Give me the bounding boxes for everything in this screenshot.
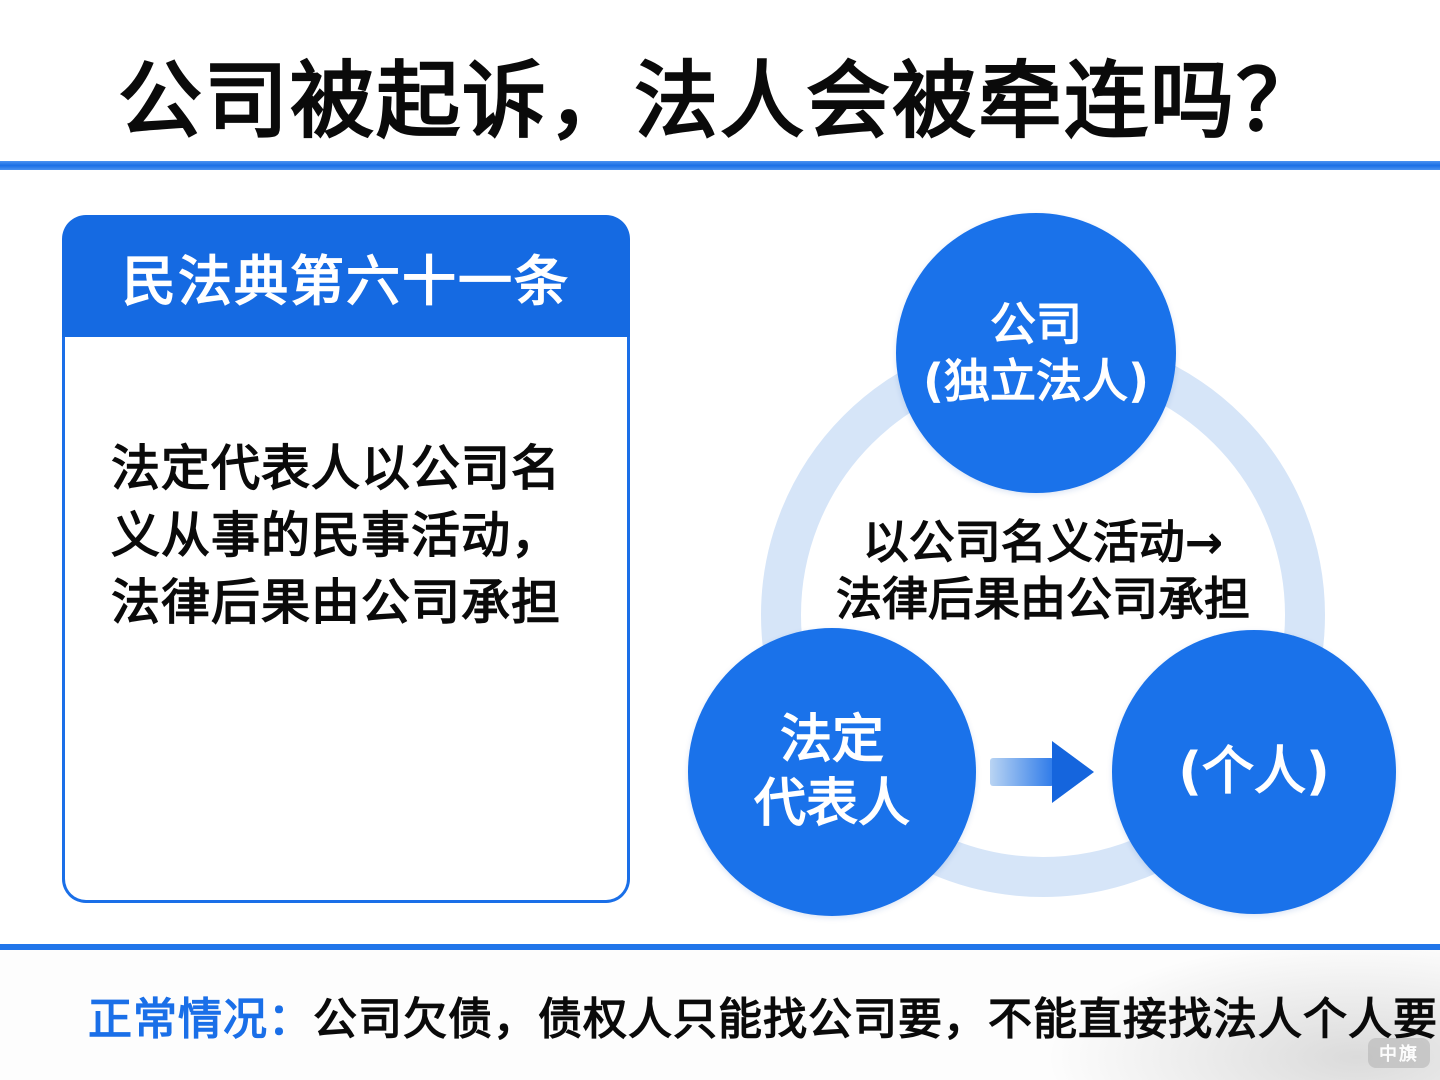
legal-representative-circle: 法定 代表人 xyxy=(688,628,976,916)
legal-representative-label: 法定 xyxy=(779,710,884,770)
law-card-body-line: 法定代表人以公司名 xyxy=(111,440,562,497)
law-article-card: 民法典第六十一条 法定代表人以公司名 义从事的民事活动， 法律后果由公司承担 xyxy=(62,215,630,903)
person-circle: (个人) xyxy=(1112,630,1396,914)
legal-representative-sublabel: 代表人 xyxy=(753,774,910,834)
ring-caption-line: 法律后果由公司承担 xyxy=(836,572,1250,626)
law-card-body-line: 法律后果由公司承担 xyxy=(111,574,562,631)
footer-band xyxy=(0,950,1440,1080)
footer-note: 正常情况：公司欠债，债权人只能找公司要，不能直接找法人个人要 xyxy=(88,983,1438,1047)
footer-divider-line xyxy=(0,944,1440,950)
footer-note-label: 正常情况： xyxy=(88,994,313,1045)
ring-caption: 以公司名义活动→ 法律后果由公司承担 xyxy=(761,514,1325,628)
law-card-body: 法定代表人以公司名 义从事的民事活动， 法律后果由公司承担 xyxy=(62,337,630,903)
person-circle-label: (个人) xyxy=(1178,742,1330,802)
right-arrow-shaft xyxy=(990,758,1054,786)
page-title: 公司被起诉，法人会被牵连吗？ xyxy=(117,52,1322,150)
company-circle-sublabel: (独立法人) xyxy=(922,354,1150,408)
company-circle-label: 公司 xyxy=(990,297,1082,351)
right-arrow-head xyxy=(1052,741,1094,803)
law-card-body-line: 义从事的民事活动， xyxy=(111,507,562,564)
law-card-header: 民法典第六十一条 xyxy=(62,215,630,337)
company-circle: 公司 (独立法人) xyxy=(896,213,1176,493)
watermark-badge: 中旗 xyxy=(1368,1038,1430,1068)
title-divider-line xyxy=(0,161,1440,170)
footer-note-text: 公司欠债，债权人只能找公司要，不能直接找法人个人要 xyxy=(313,994,1438,1045)
ring-caption-line: 以公司名义活动→ xyxy=(862,515,1224,569)
